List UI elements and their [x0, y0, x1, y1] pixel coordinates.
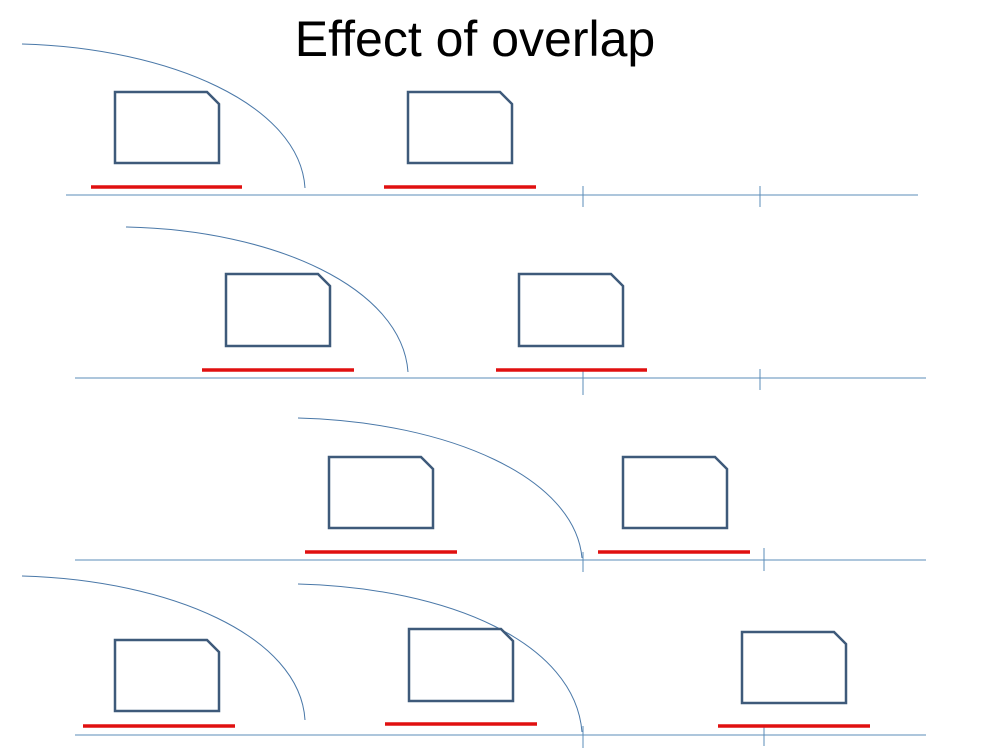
- node-box: [113, 90, 221, 165]
- node-box: [517, 272, 625, 348]
- node-box: [113, 638, 221, 713]
- node-box: [224, 272, 332, 348]
- row-3: [75, 417, 926, 572]
- coverage-arc: [297, 417, 583, 559]
- row-4: [21, 575, 926, 748]
- coverage-arc: [21, 575, 306, 721]
- row-2: [75, 226, 926, 395]
- coverage-arc: [21, 43, 306, 189]
- node-box: [407, 627, 515, 703]
- coverage-arc: [297, 583, 583, 733]
- node-box: [740, 630, 848, 705]
- coverage-arc: [125, 226, 409, 373]
- slide-title: Effect of overlap: [294, 11, 656, 67]
- node-box: [327, 455, 435, 530]
- row-1: [21, 43, 918, 207]
- node-box: [621, 455, 729, 530]
- node-box: [406, 90, 514, 165]
